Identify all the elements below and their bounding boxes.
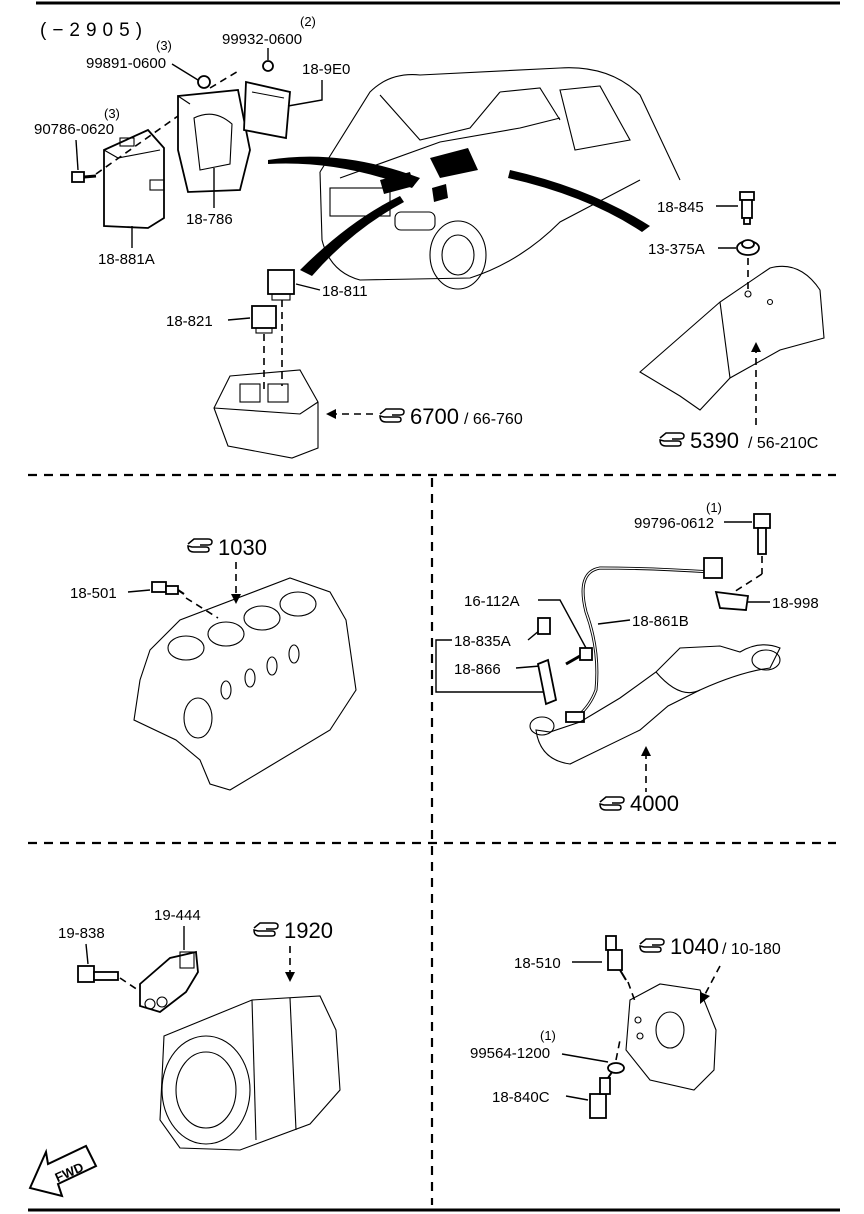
label-99796-0612: 99796-0612: [634, 515, 714, 532]
sensor-18-845: [739, 191, 755, 225]
relay-block: [213, 369, 319, 459]
leader-arrow-sensor: [508, 170, 650, 232]
ref-56-210c: / 56-210C: [748, 435, 818, 452]
automatic-transmission: [159, 995, 341, 1151]
switch-19-444: [139, 950, 199, 1013]
label-18-786: 18-786: [186, 211, 233, 228]
leader-arrow-ecu: [268, 156, 420, 188]
label-18-501: 18-501: [70, 585, 117, 602]
cylinder-block: [133, 577, 357, 791]
ref-1040: 1040: [670, 934, 719, 959]
ref-4000: 4000: [630, 791, 679, 816]
ref-6700: 6700: [410, 404, 459, 429]
oxygen-sensor-harness: [565, 557, 723, 723]
nut-99932-0600: [262, 60, 274, 72]
dash-bolt-bracket: [95, 115, 179, 175]
label-18-998: 18-998: [772, 595, 819, 612]
qty-90786-0620: (3): [104, 106, 120, 121]
serial-range-label: (−2905): [40, 20, 148, 41]
relay-18-811: [267, 269, 295, 301]
label-18-9e0: 18-9E0: [302, 61, 350, 78]
timing-cover: [625, 983, 717, 1091]
pointing-hand-icon: [253, 922, 279, 937]
label-13-375a: 13-375A: [648, 241, 705, 258]
label-18-866: 18-866: [454, 661, 501, 678]
engine-control-unit: [103, 128, 165, 229]
pointing-hand-icon: [379, 408, 405, 423]
ref-1030: 1030: [218, 535, 267, 560]
label-99891-0600: 99891-0600: [86, 55, 166, 72]
pointing-hand-icon: [187, 538, 213, 553]
ref-1920: 1920: [284, 918, 333, 943]
van-illustration: [319, 67, 681, 290]
fwd-arrow-icon: FWD: [28, 1144, 98, 1198]
qty-99796-0612: (1): [706, 500, 722, 515]
engine-cover: [639, 265, 825, 411]
label-18-845: 18-845: [657, 199, 704, 216]
ref-5390: 5390: [690, 428, 739, 453]
nut-99891-0600: [197, 75, 211, 89]
washer-99564-1200: [607, 1062, 625, 1074]
label-18-811: 18-811: [322, 283, 368, 300]
label-90786-0620: 90786-0620: [34, 121, 114, 138]
ecu-bracket: [177, 89, 251, 193]
label-18-840c: 18-840C: [492, 1089, 550, 1106]
label-18-861b: 18-861B: [632, 613, 689, 630]
dash-nut-module: [209, 69, 241, 89]
qty-99932-0600: (2): [300, 14, 316, 29]
grommet-13-375a: [736, 239, 760, 256]
label-18-835a: 18-835A: [454, 633, 511, 650]
label-18-821: 18-821: [166, 313, 213, 330]
ref-66-760: / 66-760: [464, 411, 523, 428]
pointing-hand-icon: [599, 796, 625, 811]
catalytic-converter: [529, 644, 781, 765]
module-18-9e0: [243, 80, 291, 140]
bracket-18-866: [536, 658, 558, 706]
label-99564-1200: 99564-1200: [470, 1045, 550, 1062]
leader-arrow-relay: [300, 196, 404, 276]
connector-18-835a: [537, 617, 551, 635]
label-16-112a: 16-112A: [464, 593, 520, 610]
bolt-19-838: [77, 965, 119, 983]
bolt-90786-0620: [71, 171, 97, 183]
sensor-18-501: [151, 581, 185, 595]
bolt-99796-0612: [753, 513, 771, 555]
label-18-510: 18-510: [514, 955, 561, 972]
sensor-18-840c: [589, 1071, 613, 1119]
qty-99891-0600: (3): [156, 38, 172, 53]
label-19-838: 19-838: [58, 925, 105, 942]
qty-99564-1200: (1): [540, 1028, 556, 1043]
pointing-hand-icon: [659, 432, 685, 447]
bolt-16-112a: [565, 647, 593, 666]
label-99932-0600: 99932-0600: [222, 31, 302, 48]
sensor-18-510: [605, 935, 627, 981]
label-18-881a: 18-881A: [98, 251, 155, 268]
ref-10-180: / 10-180: [722, 941, 781, 958]
pointing-hand-icon: [639, 938, 665, 953]
label-19-444: 19-444: [154, 907, 201, 924]
bracket-18-998: [714, 590, 750, 611]
relay-18-821: [251, 305, 277, 334]
